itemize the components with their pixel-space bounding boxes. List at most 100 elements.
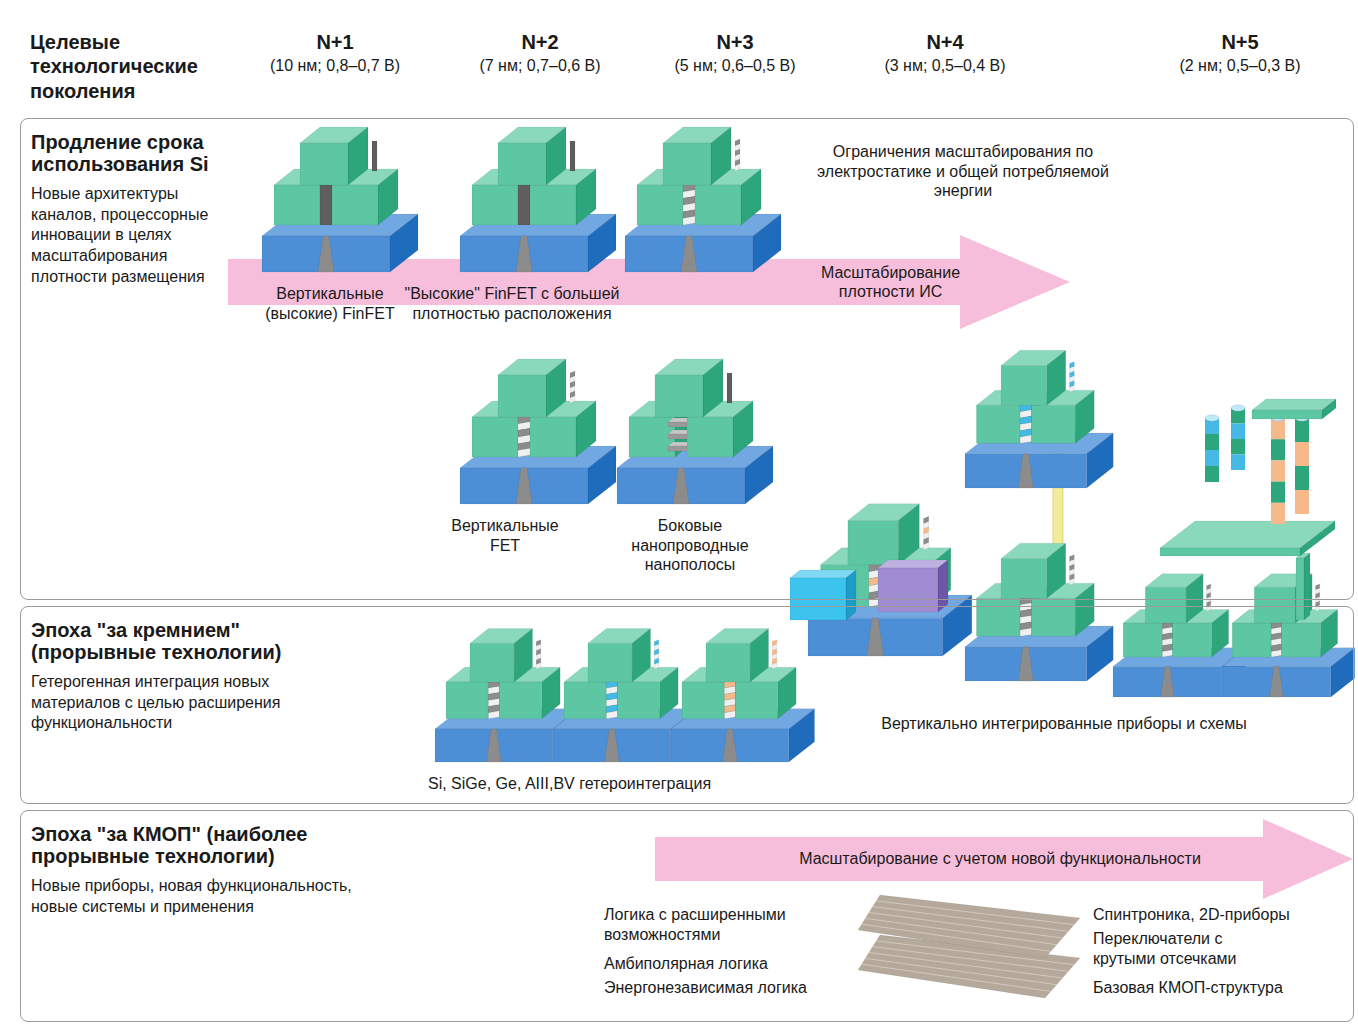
- shape-face: [588, 446, 616, 504]
- shape-face: [262, 236, 390, 272]
- shape-face: [848, 521, 898, 565]
- caption-label: Вертикальные (высокие) FinFET: [255, 284, 405, 323]
- shape-face: [487, 729, 502, 762]
- shape-face: [1087, 433, 1114, 488]
- band-description: Новые приборы, новая функциональность, н…: [31, 876, 371, 918]
- shape-face: [514, 629, 532, 682]
- shape-face: [924, 543, 929, 550]
- shape-face: [965, 454, 1087, 488]
- shape-face: [706, 643, 750, 682]
- generation-header: (5 нм; 0,6–0,5 В): [635, 56, 835, 76]
- caption-label: Переключатели с крутыми отсечками: [1093, 929, 1258, 968]
- shape-face: [1087, 626, 1114, 681]
- shape-face: [1018, 454, 1033, 488]
- row-header: Целевые технологические поколения: [30, 30, 250, 103]
- pillar-segment: [1271, 439, 1285, 460]
- chip-texture: [869, 913, 1063, 939]
- shape-face: [938, 560, 948, 612]
- chip-texture: [876, 901, 1074, 925]
- shape-face: [542, 667, 560, 719]
- shape-face: [1173, 623, 1212, 657]
- shape-face: [660, 667, 678, 719]
- pillar-segment: [1271, 482, 1285, 503]
- pillar-segment: [1205, 434, 1219, 450]
- shape-face: [553, 729, 671, 762]
- caption-label: Логика с расширенными возможностями: [604, 905, 844, 944]
- shape-face: [724, 711, 735, 719]
- pillar-segment: [1295, 490, 1309, 514]
- shape-face: [546, 127, 566, 185]
- caption-label: Вертикально интегрированные приборы и сх…: [834, 714, 1294, 734]
- shape-face: [976, 598, 1020, 636]
- shape-face: [695, 185, 741, 225]
- shape-face: [1018, 647, 1033, 681]
- shape-face: [1270, 666, 1284, 697]
- shape-face: [778, 667, 796, 719]
- generation-header: N+2: [440, 30, 640, 54]
- pillar-segment: [1231, 424, 1245, 440]
- shape-face: [711, 127, 731, 185]
- shape-face: [654, 663, 659, 669]
- shape-face: [1001, 558, 1047, 598]
- shape-face: [808, 618, 942, 656]
- shape-face: [564, 682, 606, 719]
- caption-label: Энергонезависимая логика: [604, 978, 844, 998]
- shape-face: [1271, 650, 1281, 657]
- shape-face: [637, 185, 683, 225]
- generation-header: (10 нм; 0,8–0,7 В): [235, 56, 435, 76]
- shape-face: [300, 143, 348, 185]
- shape-face: [671, 729, 789, 762]
- shape-face: [846, 570, 856, 620]
- shape-face: [1032, 405, 1076, 443]
- pillar-segment: [1295, 418, 1309, 442]
- shape-face: [663, 143, 711, 185]
- shape-face: [789, 709, 815, 762]
- shape-face: [516, 468, 532, 504]
- shape-face: [499, 682, 541, 719]
- caption-label: Вертикальные FET: [440, 516, 570, 555]
- arrow-label: Масштабирование с учетом новой функциона…: [775, 849, 1225, 868]
- shape-face: [878, 560, 948, 568]
- shape-face: [318, 236, 334, 272]
- shape-face: [460, 468, 588, 504]
- shape-face: [446, 682, 488, 719]
- shape-face: [745, 446, 773, 504]
- shape-face: [735, 164, 740, 171]
- band-heading: Продление срока использования Si: [31, 131, 246, 176]
- chip-layers: [858, 895, 1080, 998]
- shape-face: [1001, 365, 1047, 405]
- arrow-band: Масштабирование с учетом новой функциона…: [655, 819, 1353, 899]
- shape-face: [673, 468, 689, 504]
- shape-face: [898, 504, 919, 565]
- arrow-fill: [228, 235, 1070, 329]
- shape-face: [435, 729, 553, 762]
- shape-face: [518, 185, 530, 225]
- device-drawings: [262, 127, 1355, 762]
- shape-face: [1321, 609, 1338, 657]
- shape-face: [1186, 574, 1203, 623]
- shape-face: [1047, 350, 1066, 405]
- shape-face: [790, 578, 846, 620]
- shape-face: [750, 629, 768, 682]
- arrow-fill: [655, 819, 1353, 899]
- shape-face: [320, 185, 332, 225]
- pillar-segment: [1205, 466, 1219, 482]
- band-description: Новые архитектуры каналов, процессорные …: [31, 184, 216, 288]
- shape-face: [546, 359, 566, 417]
- pillar-segment: [1205, 450, 1219, 466]
- shape-face: [1113, 666, 1222, 697]
- generation-header: (3 нм; 0,5–0,4 В): [845, 56, 1045, 76]
- pillar-segment: [1295, 442, 1309, 466]
- pillar-segment: [1231, 439, 1245, 455]
- shape-face: [1282, 623, 1321, 657]
- caption-label: Амбиполярная логика: [604, 954, 844, 974]
- shape-face: [472, 185, 518, 225]
- shape-face: [378, 169, 398, 225]
- shape-face: [735, 682, 777, 719]
- shape-face: [1123, 623, 1162, 657]
- shape-face: [536, 663, 541, 669]
- shape-face: [867, 618, 884, 656]
- generation-header: N+1: [235, 30, 435, 54]
- generation-header: N+5: [1140, 30, 1340, 54]
